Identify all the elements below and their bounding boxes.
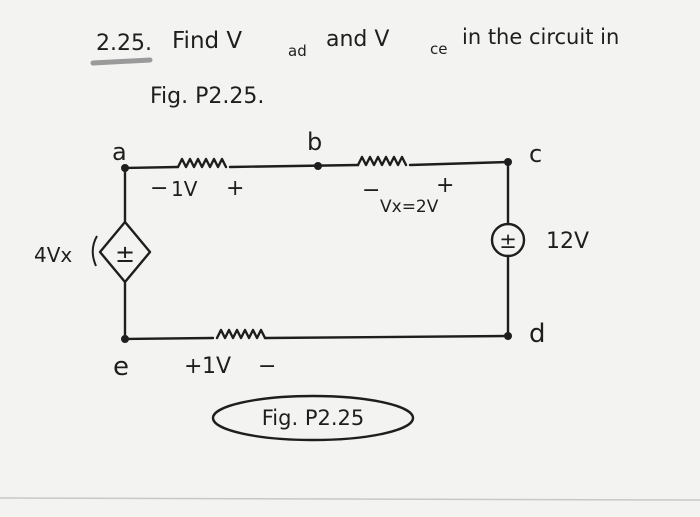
resistor-ab-plus: +: [226, 176, 244, 201]
wire-a-r1: [123, 165, 180, 170]
node-b-label: b: [307, 128, 322, 156]
resistor-ed-plus: +: [184, 354, 202, 379]
wire-r2-c: [408, 160, 510, 167]
resistor-bc-minus: −: [362, 178, 380, 203]
figure-caption: Fig. P2.25: [211, 394, 415, 442]
resistor-ed-value: 1V: [202, 354, 231, 379]
dependent-source: ±: [98, 220, 152, 284]
voltage-source-label: 12V: [546, 229, 589, 254]
resistor-bc-label: Vx=2V: [380, 197, 439, 217]
node-d-label: d: [529, 319, 546, 349]
resistor-bc-plus: +: [436, 173, 454, 198]
node-c-label: c: [529, 140, 542, 168]
node-d-dot: [504, 332, 512, 340]
caption-text: Fig. P2.25: [262, 406, 365, 430]
node-e-label: e: [113, 352, 129, 382]
dependent-source-diamond: [98, 220, 152, 284]
problem-text-find: Find V: [172, 28, 242, 54]
problem-text-and: and V: [326, 27, 389, 52]
caption-ellipse: [211, 394, 415, 442]
circuit-nodes: [121, 158, 512, 343]
problem-number: 2.25.: [96, 31, 152, 56]
circuit-wires: [123, 155, 510, 341]
node-e-dot: [121, 335, 129, 343]
resistor-ab-value: 1V: [171, 177, 198, 201]
voltage-source-circle: [490, 222, 526, 258]
wire-d-r3: [263, 334, 510, 340]
node-c-dot: [504, 158, 512, 166]
problem-text-circuit: in the circuit in: [462, 25, 619, 49]
wire-r3-e: [123, 336, 215, 341]
dependent-source-label: 4Vx: [34, 243, 72, 267]
dependent-source-symbol: ±: [115, 240, 135, 268]
wire-r1-r2: [228, 163, 360, 169]
resistor-ed: [215, 328, 267, 340]
resistor-ab-minus: −: [150, 176, 168, 201]
voltage-source-symbol: ±: [499, 229, 517, 253]
node-a-label: a: [112, 138, 127, 166]
problem-text-figure-ref: Fig. P2.25.: [150, 84, 264, 109]
problem-number-highlight: [90, 57, 153, 66]
problem-statement: 2.25. Find V ad and V ce in the circuit …: [90, 25, 619, 109]
dependent-source-bracket: [91, 235, 98, 267]
page-rule: [0, 497, 700, 501]
node-b-dot: [314, 162, 322, 170]
node-a-dot: [121, 164, 129, 172]
resistor-ed-minus: −: [258, 354, 276, 379]
resistor-ab: [176, 157, 228, 169]
voltage-source: ±: [490, 222, 526, 258]
vce-subscript: ce: [430, 40, 447, 58]
resistor-bc: [356, 155, 408, 167]
vad-subscript: ad: [288, 42, 307, 60]
